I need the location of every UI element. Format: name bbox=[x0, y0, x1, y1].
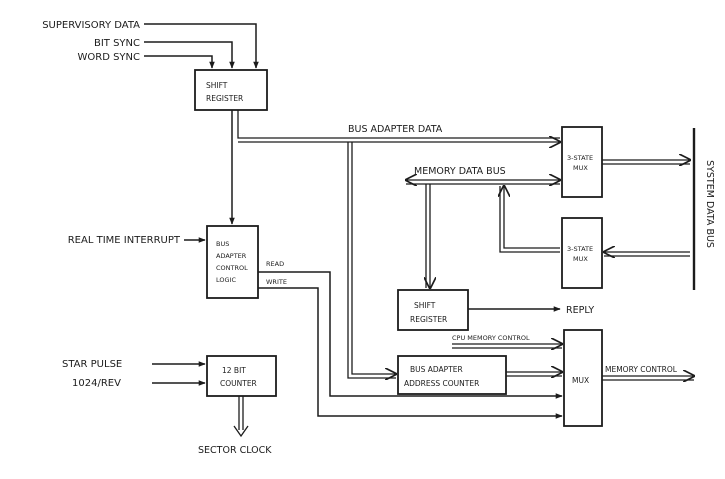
bus-adapter-address-counter bbox=[397, 355, 507, 395]
bus-adapter-data-label: BUS ADAPTER DATA bbox=[348, 124, 443, 135]
shift-register-top-label-1: SHIFT bbox=[206, 81, 228, 90]
control-logic-label-3: CONTROL bbox=[216, 264, 248, 272]
address-counter-label-1: BUS ADAPTER bbox=[410, 365, 463, 374]
read-label: READ bbox=[266, 260, 284, 268]
memory-data-bus-label: MEMORY DATA BUS bbox=[414, 166, 506, 177]
reply-label: REPLY bbox=[566, 305, 594, 316]
supervisory-data-label: SUPERVISORY DATA bbox=[42, 20, 140, 31]
sector-clock-arrow bbox=[233, 425, 249, 438]
twelve-bit-counter bbox=[206, 355, 277, 397]
mux-upper-label-1: 3-STATE bbox=[567, 154, 593, 162]
mux-upper-label-2: MUX bbox=[573, 164, 588, 172]
three-state-mux-lower bbox=[561, 217, 603, 289]
data-to-address-counter-a bbox=[347, 142, 396, 379]
read-line bbox=[258, 271, 563, 399]
shift-register-mid-label-2: REGISTER bbox=[410, 315, 447, 324]
lower-mux-to-bus-a bbox=[504, 186, 560, 249]
shift-register-mid bbox=[397, 289, 469, 331]
shift-register-mid-label-1: SHIFT bbox=[414, 301, 436, 310]
system-data-bus-label: SYSTEM DATA BUS bbox=[704, 160, 715, 248]
control-logic-label-4: LOGIC bbox=[216, 276, 236, 284]
write-line bbox=[258, 287, 563, 419]
bus-adapter-control-logic bbox=[206, 225, 259, 299]
data-to-address-counter-b bbox=[351, 142, 396, 374]
bus-adapter-data-line-a bbox=[237, 110, 560, 139]
sector-clock-label: SECTOR CLOCK bbox=[198, 445, 272, 456]
mux-lower-label-1: 3-STATE bbox=[567, 245, 593, 253]
real-time-interrupt-label: REAL TIME INTERRUPT bbox=[68, 235, 181, 246]
lower-mux-to-bus-b bbox=[499, 186, 560, 253]
rev-1024-label: 1024/REV bbox=[72, 378, 121, 389]
control-logic-label-1: BUS bbox=[216, 240, 229, 248]
write-label: WRITE bbox=[266, 278, 287, 286]
word-sync-label: WORD SYNC bbox=[77, 52, 140, 63]
star-pulse-label: STAR PULSE bbox=[62, 359, 122, 370]
cpu-memory-control-label: CPU MEMORY CONTROL bbox=[452, 334, 530, 342]
bit-sync-line bbox=[144, 41, 235, 69]
word-sync-line bbox=[144, 55, 215, 69]
counter-label-1: 12 BIT bbox=[222, 366, 246, 375]
address-counter-label-2: ADDRESS COUNTER bbox=[404, 379, 479, 388]
three-state-mux-upper bbox=[561, 126, 603, 198]
mux-main-label: MUX bbox=[572, 376, 589, 385]
supervisory-data-line bbox=[144, 23, 259, 69]
memory-control-label: MEMORY CONTROL bbox=[605, 365, 678, 374]
mux-lower-label-2: MUX bbox=[573, 255, 588, 263]
shift-register-top bbox=[194, 69, 268, 111]
shift-register-top-label-2: REGISTER bbox=[206, 94, 243, 103]
counter-label-2: COUNTER bbox=[220, 379, 257, 388]
control-logic-label-2: ADAPTER bbox=[216, 252, 247, 260]
bit-sync-label: BIT SYNC bbox=[94, 38, 140, 49]
mux-main bbox=[563, 329, 603, 427]
